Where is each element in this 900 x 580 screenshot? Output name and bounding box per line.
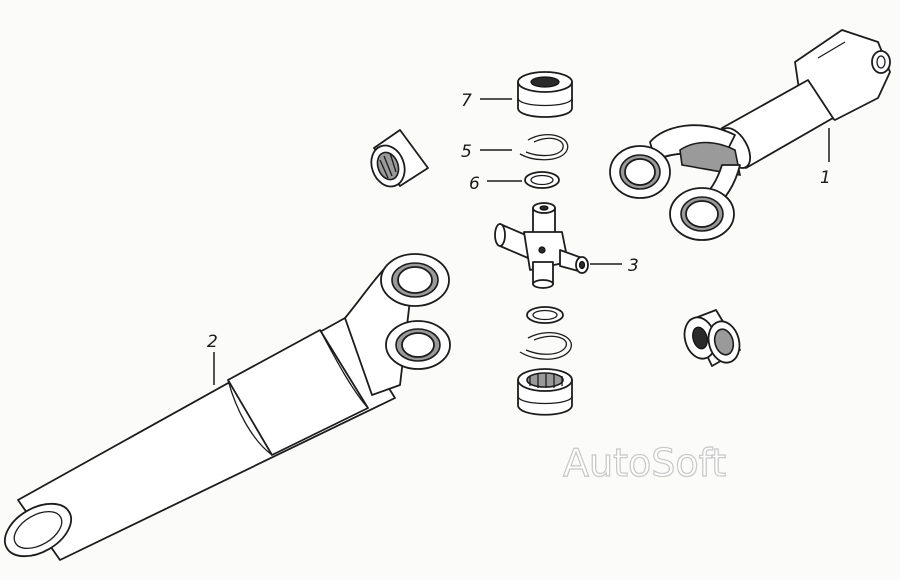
callout-1: 1 xyxy=(820,168,831,188)
needle-bearing-cup-right xyxy=(683,309,741,367)
shaft-yoke-part-2 xyxy=(4,253,451,561)
needle-bearing-cup-left xyxy=(370,129,429,188)
callout-2: 2 xyxy=(207,332,218,352)
seal-ring-bottom xyxy=(526,306,564,324)
snap-ring-bottom xyxy=(519,332,573,360)
shaft-yoke-part-1 xyxy=(609,29,891,241)
needle-bearing-cup-bottom xyxy=(517,368,573,416)
universal-joint-cross-part-3 xyxy=(494,202,589,289)
callout-3: 3 xyxy=(628,256,639,276)
callout-leaders xyxy=(213,98,830,385)
callout-6: 6 xyxy=(469,174,480,194)
seal-ring-top xyxy=(524,171,560,189)
callout-7: 7 xyxy=(461,91,472,111)
watermark-text: AutoSoft xyxy=(563,441,726,485)
callout-5: 5 xyxy=(461,142,472,162)
snap-ring-top xyxy=(519,134,569,161)
needle-bearing-cup-top xyxy=(517,71,573,118)
